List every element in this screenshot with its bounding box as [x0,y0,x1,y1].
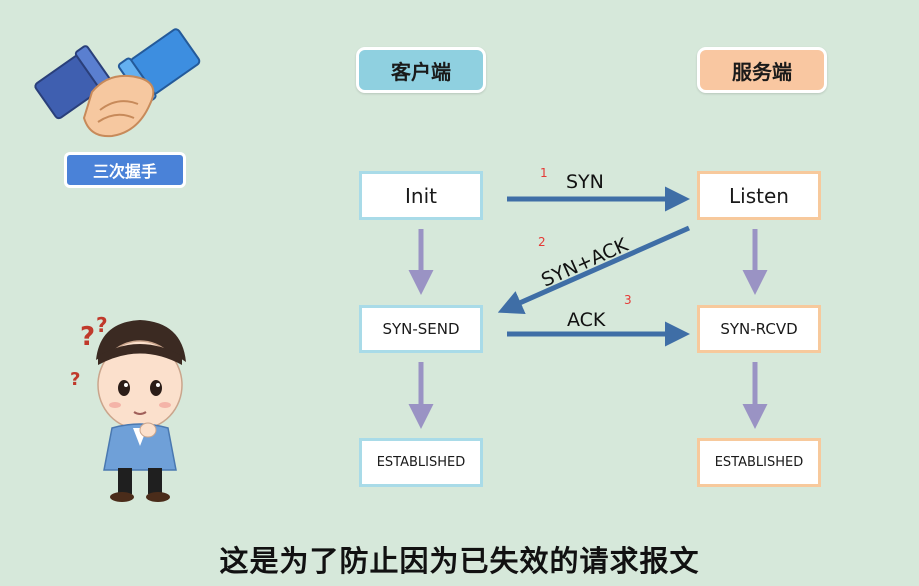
ack-label: ACK [567,309,606,331]
client-header: 客户端 [356,47,486,93]
syn-label: SYN [566,171,604,193]
client-state-established: ESTABLISHED [359,438,483,487]
server-state-established: ESTABLISHED [697,438,821,487]
synack-arrow [497,225,691,314]
synack-label: SYN+ACK [538,234,632,292]
subtitle-caption: 这是为了防止因为已失效的请求报文 [219,544,700,578]
synack-step-number: 2 [538,235,546,249]
svg-text:?: ? [70,369,80,390]
ack-step-number: 3 [624,293,632,307]
syn-step-number: 1 [540,166,548,180]
handshake-badge: 三次握手 [64,152,186,188]
server-header: 服务端 [697,47,827,93]
server-state-listen: Listen [697,171,821,220]
svg-text:?: ? [80,322,95,352]
server-state-syn-rcvd: SYN-RCVD [697,305,821,353]
client-state-syn-send: SYN-SEND [359,305,483,353]
svg-text:?: ? [96,313,108,337]
client-state-init: Init [359,171,483,220]
